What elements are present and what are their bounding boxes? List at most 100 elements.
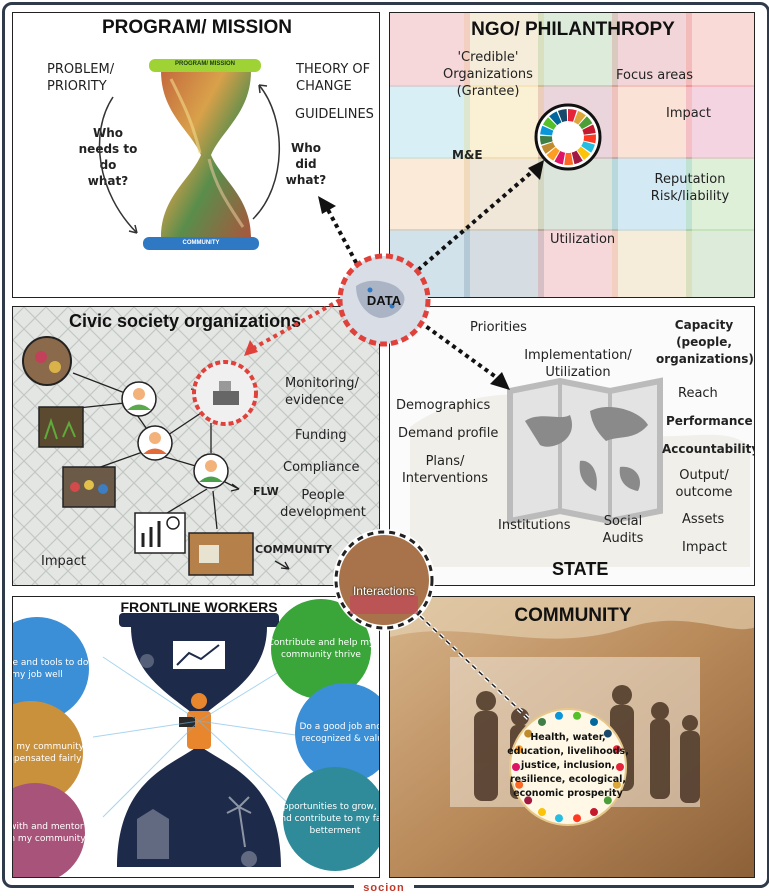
reach-label: Reach bbox=[678, 386, 718, 401]
hourglass-bottom-bar bbox=[143, 237, 259, 250]
sdg-wheel-icon bbox=[534, 103, 602, 171]
sdg-wheel-segment bbox=[541, 142, 556, 154]
output-outcome-label: Output/ outcome bbox=[675, 468, 733, 500]
arrow-down-icon bbox=[128, 224, 138, 234]
hand-holding-person-icon bbox=[590, 717, 598, 726]
institutions-label: Institutions bbox=[498, 518, 571, 533]
flw-label: FLW bbox=[253, 485, 279, 498]
sdg-tile bbox=[686, 13, 754, 87]
hourglass-top-label: PROGRAM/ MISSION bbox=[174, 61, 235, 67]
focus-areas-label: Focus areas bbox=[616, 68, 694, 83]
sdg-tile bbox=[612, 157, 692, 231]
demand-profile-label: Demand profile bbox=[398, 426, 499, 441]
sdg-tile bbox=[390, 13, 470, 87]
sdg-wheel-segment bbox=[546, 147, 560, 161]
sdg-wheel-segment bbox=[578, 116, 593, 130]
hand-holding-person-icon bbox=[573, 711, 582, 720]
hand-holding-person-icon bbox=[524, 729, 533, 738]
sdg-wheel-segment bbox=[564, 152, 574, 165]
problem-priority-label: PROBLEM/ PRIORITY bbox=[47, 62, 115, 94]
funding-label: Funding bbox=[295, 428, 347, 443]
guidelines-label: GUIDELINES bbox=[295, 107, 374, 122]
sdg-tile bbox=[612, 229, 692, 297]
plans-label: Plans/ Interventions bbox=[401, 454, 489, 486]
sdg-wheel-segment bbox=[581, 141, 595, 153]
sdg-wheel-segment bbox=[540, 125, 554, 136]
interactions-label: Interactions bbox=[352, 584, 416, 598]
sdg-tile bbox=[686, 85, 754, 159]
reputation-label: Reputation Risk/liability bbox=[650, 172, 730, 204]
sdg-tile bbox=[538, 229, 618, 297]
planting-photo bbox=[38, 406, 84, 448]
sdg-wheel-segment bbox=[577, 146, 591, 161]
sdg-wheel-segment bbox=[582, 124, 596, 135]
sdg-tile bbox=[686, 157, 754, 231]
worker-icon bbox=[191, 693, 207, 709]
people-development-label: People development bbox=[280, 488, 366, 520]
flw-speech-bubble: Opportunities to grow, ear and contribut… bbox=[275, 767, 379, 871]
priorities-label: Priorities bbox=[470, 320, 527, 335]
red-dashed-connector bbox=[249, 298, 341, 352]
performance-label: Performance bbox=[666, 414, 753, 428]
ngo-panel: NGO/ PHILANTHROPY 'Credible' Organizatio… bbox=[389, 12, 755, 298]
civic-community-label: COMMUNITY bbox=[255, 543, 333, 556]
arrow-to-program-icon bbox=[318, 196, 336, 214]
implementation-label: Implementation/ Utilization bbox=[524, 348, 632, 380]
sdg-wheel-segment bbox=[554, 151, 566, 165]
hand-holding-person-icon bbox=[554, 814, 563, 823]
frontline-title: FRONTLINE WORKERS bbox=[120, 599, 278, 615]
state-impact-label: Impact bbox=[682, 540, 727, 555]
folded-map-icon bbox=[410, 377, 750, 567]
sdg-tile bbox=[390, 157, 470, 231]
crowd-photo bbox=[22, 336, 72, 386]
civic-panel: Civic society organizations bbox=[12, 306, 380, 586]
assets-label: Assets bbox=[682, 512, 725, 527]
who-did-label: Who did what? bbox=[285, 141, 327, 187]
who-needs-label: Who needs to do what? bbox=[78, 126, 138, 188]
frontline-panel: wledge and tools to do my job wellk with… bbox=[12, 596, 380, 878]
sdg-wheel-segment bbox=[583, 134, 596, 144]
ngo-title: NGO/ PHILANTHROPY bbox=[471, 19, 675, 40]
hand-holding-person-icon bbox=[612, 745, 621, 754]
arrow-to-state-icon bbox=[490, 372, 510, 390]
credible-organizations-label: 'Credible' Organizations (Grantee) bbox=[443, 50, 533, 99]
frontline-illustration bbox=[92, 613, 310, 867]
arrow-to-civic-icon bbox=[244, 340, 258, 356]
program-mission-title: PROGRAM/ MISSION bbox=[101, 17, 292, 38]
hand-holding-person-icon bbox=[616, 763, 624, 771]
demographics-label: Demographics bbox=[396, 398, 491, 413]
civic-impact-label: Impact bbox=[41, 554, 86, 569]
theory-of-change-label: THEORY OF CHANGE bbox=[296, 62, 371, 94]
hourglass-top-bar bbox=[149, 59, 261, 72]
compliance-label: Compliance bbox=[283, 460, 360, 475]
state-title: STATE bbox=[552, 559, 609, 579]
hand-holding-person-icon bbox=[524, 796, 533, 805]
sdg-tile bbox=[464, 229, 544, 297]
hourglass-bottom-label: COMMUNITY bbox=[182, 240, 220, 246]
sdg-wheel-segment bbox=[573, 110, 586, 125]
hourglass-graphic bbox=[98, 59, 281, 250]
sdg-tile bbox=[612, 85, 692, 159]
community-circle-text: Health, water, education, livelihoods, j… bbox=[507, 732, 629, 799]
state-panel: Priorities Implementation/ Utilization C… bbox=[389, 306, 755, 586]
hand-holding-person-icon bbox=[512, 763, 520, 771]
me-label: M&E bbox=[452, 148, 483, 162]
sdg-wheel-segment bbox=[549, 111, 562, 126]
accountability-label: Accountability bbox=[662, 442, 755, 456]
sdg-tile bbox=[686, 229, 754, 297]
hand-holding-person-icon bbox=[515, 780, 524, 789]
hand-holding-person-icon bbox=[603, 796, 612, 805]
footer-brand: socion bbox=[354, 878, 414, 894]
hand-holding-person-icon bbox=[612, 780, 621, 789]
civic-title: Civic society organizations bbox=[69, 311, 302, 331]
capacity-label: Capacity (people, organizations) bbox=[656, 318, 754, 366]
sdg-wheel-segment bbox=[542, 117, 557, 130]
sdg-wheel-segment bbox=[571, 150, 583, 165]
flw-speech-bubble: Do a good job and b recognized & value bbox=[295, 683, 379, 783]
ngo-impact-label: Impact bbox=[666, 106, 711, 121]
arrow-up-icon bbox=[258, 84, 268, 94]
flw-speech-bubble: Contribute and help my community thrive bbox=[268, 599, 374, 699]
community-panel: COMMUNITY Health, water, education, live… bbox=[389, 596, 755, 878]
hand-holding-person-icon bbox=[554, 711, 563, 720]
